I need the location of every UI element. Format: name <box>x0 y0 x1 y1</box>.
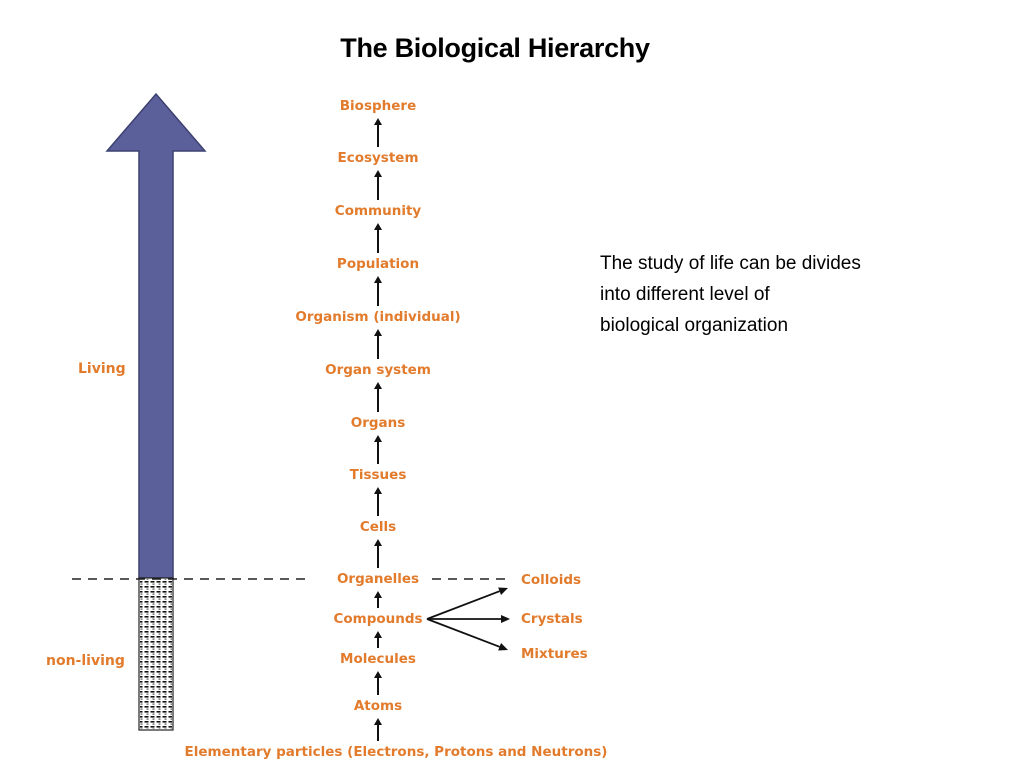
up-arrow-connector <box>374 276 382 306</box>
branch-arrow-head <box>498 643 508 651</box>
up-arrow-head <box>374 671 382 678</box>
up-arrow-connector <box>374 435 382 464</box>
branch-colloids: Colloids <box>521 572 582 588</box>
up-arrow-head <box>374 591 382 598</box>
up-arrow-connector <box>374 631 382 648</box>
up-arrow-connector <box>374 223 382 253</box>
description-line: The study of life can be divides <box>600 253 861 274</box>
branch-mixtures: Mixtures <box>521 646 588 662</box>
branch-arrow <box>426 587 508 620</box>
up-arrow-head <box>374 223 382 230</box>
living-arrow-shape <box>105 92 207 579</box>
up-arrow-connector <box>374 382 382 412</box>
up-arrow-head <box>374 631 382 638</box>
up-arrow-head <box>374 487 382 494</box>
up-arrow-connector <box>374 591 382 608</box>
level-organism: Organism (individual) <box>295 309 461 325</box>
branch-arrow <box>426 618 508 651</box>
level-cells: Cells <box>359 519 397 535</box>
up-arrow-connector <box>374 718 382 741</box>
level-community: Community <box>334 203 422 219</box>
level-population: Population <box>336 256 420 272</box>
description-text: The study of life can be divides into di… <box>600 248 960 341</box>
branch-connectors <box>426 587 510 651</box>
up-arrow-head <box>374 718 382 725</box>
up-arrow-head <box>374 329 382 336</box>
level-connectors <box>374 118 382 741</box>
level-molecules: Molecules <box>340 651 416 667</box>
level-biosphere: Biosphere <box>339 98 417 114</box>
level-elementary-particles: Elementary particles (Electrons, Protons… <box>184 744 608 760</box>
up-arrow-head <box>374 382 382 389</box>
living-arrow <box>105 92 207 731</box>
up-arrow-head <box>374 435 382 442</box>
up-arrow-connector <box>374 539 382 568</box>
up-arrow-head <box>374 276 382 283</box>
non-living-label: non-living <box>46 653 125 669</box>
up-arrow-connector <box>374 671 382 695</box>
description-line: into different level of <box>600 284 770 305</box>
level-organ-system: Organ system <box>325 362 431 378</box>
up-arrow-connector <box>374 487 382 516</box>
branch-arrow-head <box>498 587 508 595</box>
level-organelles: Organelles <box>336 571 420 587</box>
level-tissues: Tissues <box>349 467 407 483</box>
level-ecosystem: Ecosystem <box>337 150 419 166</box>
branch-crystals: Crystals <box>521 611 583 627</box>
branch-arrow-head <box>501 615 510 623</box>
branch-arrow <box>427 615 510 623</box>
level-atoms: Atoms <box>353 698 403 714</box>
description-line: biological organization <box>600 315 789 336</box>
branch-arrow-shaft <box>426 590 500 620</box>
slide-title: The Biological Hierarchy <box>340 33 650 63</box>
up-arrow-connector <box>374 329 382 359</box>
up-arrow-head <box>374 539 382 546</box>
branch-arrow-shaft <box>426 618 500 648</box>
up-arrow-connector <box>374 170 382 200</box>
level-compounds: Compounds <box>333 611 423 627</box>
level-organs: Organs <box>350 415 406 431</box>
up-arrow-connector <box>374 118 382 147</box>
non-living-speckle <box>140 579 172 729</box>
up-arrow-head <box>374 118 382 125</box>
up-arrow-head <box>374 170 382 177</box>
living-label: Living <box>78 361 126 377</box>
